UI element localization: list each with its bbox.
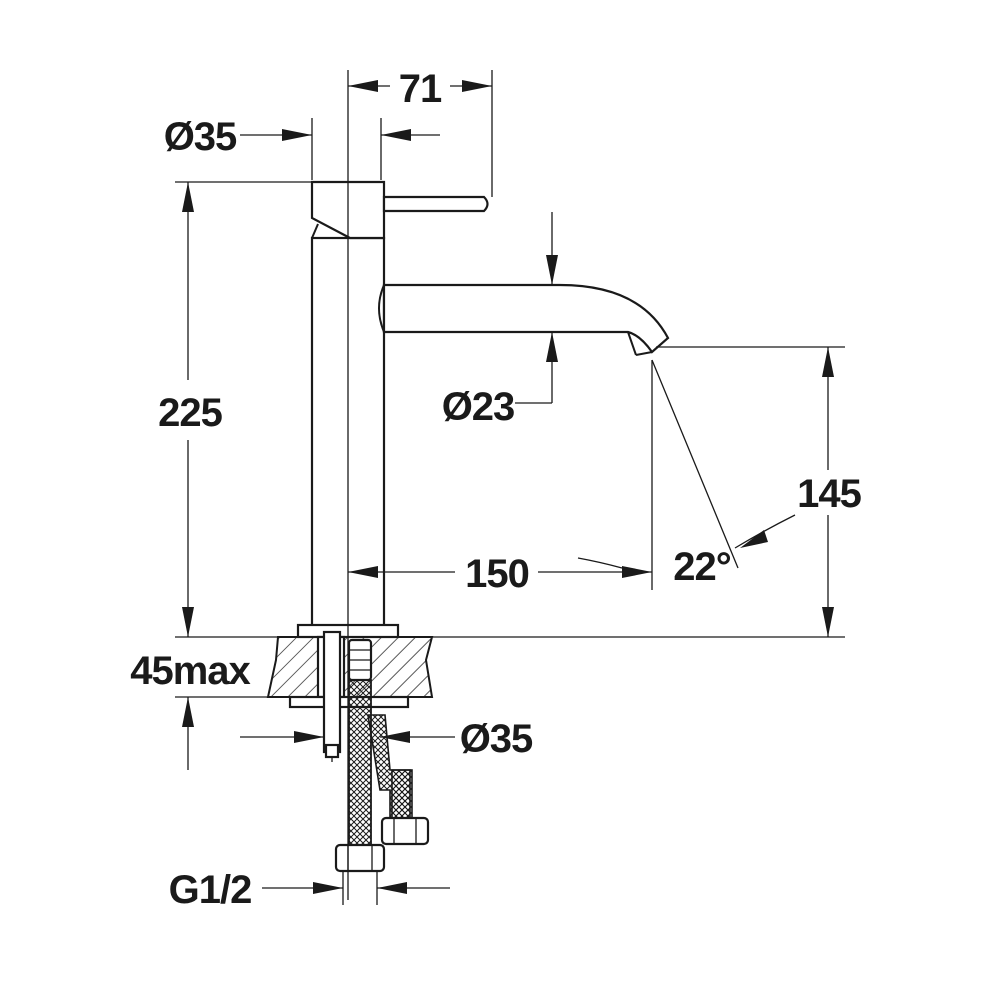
label-spout-reach: 150	[465, 552, 529, 596]
lever-handle	[382, 195, 489, 213]
label-body-diameter: Ø35	[164, 115, 237, 159]
braided-hose-left	[348, 679, 372, 861]
dimension-labels: 71 Ø35 225 Ø23 145 150 22° 45max Ø35 G1/…	[130, 67, 862, 912]
label-spout-angle: 22°	[673, 545, 731, 589]
label-deck-thickness: 45max	[130, 649, 250, 693]
hose-fitting-right	[380, 816, 430, 846]
label-spout-diameter: Ø23	[442, 385, 515, 429]
label-spout-height: 145	[797, 472, 861, 516]
mounting-stud	[322, 630, 342, 754]
spout	[382, 283, 670, 354]
label-total-height: 225	[158, 391, 222, 435]
spout-joint	[378, 284, 385, 333]
label-connection-thread: G1/2	[169, 868, 252, 912]
hose-fitting-left	[334, 843, 386, 873]
label-mounting-diameter: Ø35	[460, 717, 533, 761]
dimension-lines	[175, 70, 845, 905]
hoses	[322, 630, 430, 873]
label-lever-reach: 71	[399, 67, 442, 111]
